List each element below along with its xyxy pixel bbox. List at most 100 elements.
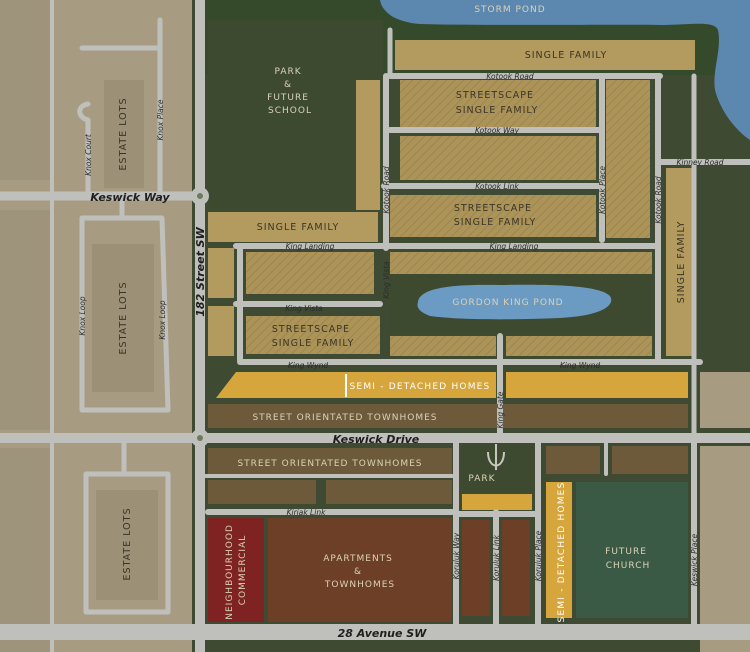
storm-pond-label: STORM POND: [474, 5, 545, 15]
residential-lots: [390, 336, 496, 356]
semi-detached-block-1b: [506, 372, 688, 398]
commercial-line-1: NEIGHBOURHOOD: [225, 524, 235, 620]
kinney-road-label: Kinney Road: [676, 158, 723, 167]
estate-lot-block: [92, 244, 154, 392]
keswick-drive-label: Keswick Drive: [333, 433, 420, 446]
roundabout-island: [197, 193, 203, 199]
kiriak-link-label: Kiriak Link: [287, 508, 327, 517]
king-vista-v-label: King Vista: [382, 261, 391, 299]
single-family-right-area: [666, 168, 696, 356]
apartments-line-3: TOWNHOMES: [324, 580, 395, 590]
field-area: [0, 0, 52, 180]
koruluk-place-label: Koruluk Place: [534, 530, 543, 581]
estate-lot-block: [96, 490, 158, 600]
kotook-place-label: Kotook Place: [598, 166, 607, 214]
streetscape-block-3: [246, 316, 380, 354]
knox-loop-2-label: Knox Loop: [158, 300, 167, 339]
townhomes-block: [462, 520, 490, 616]
streetscape-2-line-2: SINGLE FAMILY: [454, 217, 537, 228]
park-school-label-1: PARK: [274, 67, 301, 77]
townhomes-1-label: STREET ORIENTATED TOWNHOMES: [252, 413, 437, 423]
estate-lots-3-label: ESTATE LOTS: [122, 508, 133, 581]
kotook-road-v-label: Kotook Road: [382, 166, 391, 213]
single-family-top-label: SINGLE FAMILY: [525, 50, 608, 61]
single-family-top-area: [395, 40, 695, 70]
semi-detached-small: [462, 494, 532, 510]
apartments-townhomes-area: [268, 518, 452, 622]
apartments-line-2: &: [354, 567, 362, 577]
townhomes-block: [208, 480, 316, 504]
residential-lots: [390, 252, 652, 274]
svg-text:NEIGHBOURHOOD COMMERCIAL: NEIGHBOURHOOD COMMERCIAL: [225, 520, 248, 620]
townhomes-block-2: [208, 448, 452, 476]
knox-place-label: Knox Place: [156, 99, 165, 140]
estate-lot-block: [104, 80, 144, 188]
commercial-line-2: COMMERCIAL: [238, 535, 248, 606]
apartments-line-1: APARTMENTS: [323, 554, 393, 564]
knox-loop-road: [79, 215, 171, 413]
estate-lots-1-label: ESTATE LOTS: [118, 98, 129, 171]
streetscape-block-1: [400, 80, 596, 128]
field-area: [0, 448, 52, 652]
semi-detached-block-2: [546, 482, 572, 618]
church-line-1: FUTURE: [605, 547, 647, 557]
keswick-place-label: Keswick Place: [690, 534, 699, 587]
streetscape-2-line-1: STREETSCAPE: [454, 203, 532, 214]
residential-lots: [246, 252, 374, 294]
kotook-way-label: Kotook Way: [475, 126, 520, 135]
kotook-road-right-label: Kotook Road: [654, 176, 663, 223]
estate-lots-2-label: ESTATE LOTS: [118, 282, 129, 355]
field-area: [700, 372, 750, 428]
svg-text:STREETSCAPE SINGLE FAMILY: STREETSCAPE SINGLE FAMILY: [454, 203, 537, 228]
residential-lots: [208, 248, 234, 298]
koruluk-way-label: Koruluk Way: [452, 532, 461, 579]
knox-court-label: Knox Court: [84, 133, 93, 176]
park-school-label-2: &: [284, 80, 292, 90]
king-landing-1-label: King Landing: [286, 242, 335, 251]
estate-loop-road: [83, 471, 171, 615]
park-school-label-4: SCHOOL: [268, 106, 312, 116]
semi-detached-label-box: [346, 376, 492, 394]
single-family-mid-label: SINGLE FAMILY: [257, 222, 340, 233]
park-school-label-3: FUTURE: [267, 93, 309, 103]
svg-text:STREETSCAPE SINGLE FAMILY: STREETSCAPE SINGLE FAMILY: [272, 324, 355, 349]
semi-detached-1-label: SEMI - DETACHED HOMES: [350, 382, 491, 392]
park-path: [487, 444, 505, 470]
townhomes-block: [326, 480, 452, 504]
street-182-label: 182 Street SW: [194, 226, 207, 316]
single-family-mid-area: [208, 212, 378, 242]
streetscape-3-line-2: SINGLE FAMILY: [272, 338, 355, 349]
kotook-link-label: Kotook Link: [475, 182, 519, 191]
koruluk-link-label: Koruluk Link: [492, 534, 501, 581]
church-line-2: CHURCH: [606, 561, 651, 571]
king-wynd-1-label: King Wynd: [288, 361, 329, 370]
streetscape-3-line-1: STREETSCAPE: [272, 324, 350, 335]
svg-text:PARK & FUTURE SCHO: PARK & FUTURE SCHOOL: [267, 67, 313, 116]
king-wynd-2-label: King Wynd: [560, 361, 601, 370]
knox-loop-1-label: Knox Loop: [78, 296, 87, 335]
storm-pond-water: [380, 0, 750, 140]
king-landing-2-label: King Landing: [490, 242, 539, 251]
king-vista-h-label: King Vista: [285, 304, 323, 313]
streetscape-1-line-2: SINGLE FAMILY: [456, 105, 539, 116]
park-future-school-area: [208, 20, 383, 208]
streetscape-block-2: [390, 195, 596, 237]
residential-lots: [506, 336, 652, 356]
townhomes-block: [546, 446, 600, 474]
field-area: [0, 210, 52, 430]
gordon-king-pond-label: GORDON KING POND: [452, 298, 563, 308]
streetscape-1-line-1: STREETSCAPE: [456, 90, 534, 101]
townhomes-block: [502, 520, 530, 616]
roundabout-island: [197, 435, 203, 441]
townhomes-block-1: [208, 404, 688, 428]
avenue-28-label: 28 Avenue SW: [338, 627, 428, 640]
small-park-label: PARK: [468, 474, 495, 484]
semi-detached-2-label: SEMI - DETACHED HOMES: [557, 482, 567, 623]
neighbourhood-commercial-area: [208, 518, 264, 622]
gordon-king-pond-water: [417, 284, 612, 320]
svg-text:FUTURE CHURCH: FUTURE CHURCH: [605, 547, 651, 571]
residential-lots: [356, 80, 380, 210]
svg-text:APARTMENTS & TOWNHOMES: APARTMENTS & TOWNHOMES: [323, 554, 397, 590]
townhomes-block: [612, 446, 688, 474]
